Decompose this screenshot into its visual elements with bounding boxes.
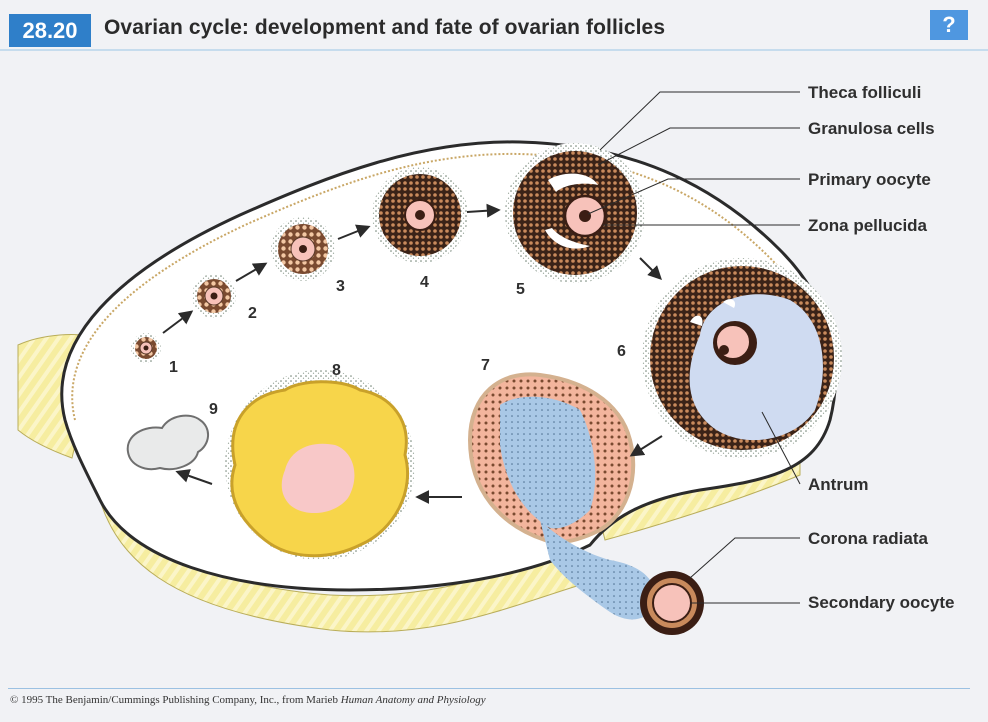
- arrow-4-5: [466, 203, 501, 218]
- follicle-stage-1: [131, 333, 161, 363]
- figure-header: 28.20 Ovarian cycle: development and fat…: [0, 0, 988, 52]
- stage-number-4: 4: [420, 274, 429, 291]
- antrum: [689, 294, 823, 441]
- follicle-stage-2: [192, 274, 236, 318]
- arrow-2-3: [235, 262, 268, 282]
- leader-granulosa: [597, 127, 800, 166]
- figure-title: Ovarian cycle: development and fate of o…: [104, 16, 666, 39]
- stage-number-8: 8: [332, 362, 341, 379]
- follicle-stage-4: [372, 167, 468, 263]
- stage-number-1: 1: [169, 359, 178, 376]
- label-theca-folliculi: Theca folliculi: [808, 83, 921, 102]
- arrow-5-6: [639, 257, 662, 280]
- ovary-tunica: [71, 152, 825, 421]
- help-button[interactable]: ?: [930, 10, 968, 40]
- label-corona-radiata: Corona radiata: [808, 529, 929, 548]
- follicle-stage-3: [271, 217, 335, 281]
- copyright-text: © 1995 The Benjamin/Cummings Publishing …: [10, 694, 341, 706]
- footer-divider: [8, 688, 970, 689]
- figure-number-badge: 28.20: [9, 14, 91, 47]
- leader-lines: [587, 91, 801, 604]
- label-granulosa-cells: Granulosa cells: [808, 119, 935, 138]
- stage-number-2: 2: [248, 305, 257, 322]
- label-secondary-oocyte: Secondary oocyte: [808, 593, 954, 612]
- arrow-3-4: [337, 224, 371, 240]
- stage-number-6: 6: [617, 343, 626, 360]
- leader-antrum: [761, 411, 801, 485]
- leader-theca: [599, 91, 800, 151]
- ovulated-oocyte: [640, 571, 704, 635]
- corpus-albicans-stage-9: [126, 414, 209, 471]
- label-antrum: Antrum: [808, 475, 868, 494]
- follicle-stage-5: [505, 143, 645, 283]
- progression-arrows: [162, 203, 663, 504]
- arrow-6-7: [629, 435, 663, 457]
- stage-number-7: 7: [481, 357, 490, 374]
- leader-corona: [689, 537, 800, 579]
- label-zona-pellucida: Zona pellucida: [808, 216, 928, 235]
- corpus-luteum-stage-8: [225, 370, 415, 560]
- book-title: Human Anatomy and Physiology: [340, 694, 486, 706]
- arrow-1-2: [162, 310, 194, 334]
- ruptured-follicle-stage-7: [467, 372, 656, 620]
- follicle-stage-6: [642, 258, 842, 458]
- label-primary-oocyte: Primary oocyte: [808, 170, 931, 189]
- header-divider: [0, 49, 988, 51]
- leader-primary: [587, 178, 800, 215]
- stage-number-5: 5: [516, 281, 525, 298]
- stage-number-9: 9: [209, 401, 218, 418]
- arrow-8-9: [175, 469, 213, 485]
- stage-number-3: 3: [336, 278, 345, 295]
- copyright-notice: © 1995 The Benjamin/Cummings Publishing …: [10, 694, 486, 706]
